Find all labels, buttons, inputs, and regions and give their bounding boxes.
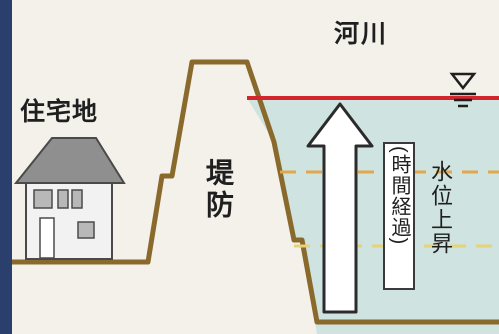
residential-area-label: 住宅地 — [20, 98, 99, 126]
up-arrow — [306, 102, 374, 314]
elapsed-time-label: (時間経過) — [388, 146, 410, 246]
river-label: 河川 — [334, 20, 389, 48]
levee-diagram — [12, 59, 499, 334]
levee-ground-line — [12, 59, 499, 325]
river-water — [247, 98, 499, 334]
water-level-icon — [449, 72, 477, 108]
diagram-panel: 河川 住宅地 堤防 (時間経過) 水位上昇 — [12, 0, 499, 334]
levee-label: 堤防 — [203, 158, 234, 222]
water-rise-label: 水位上昇 — [428, 160, 453, 256]
elapsed-time-box — [383, 142, 415, 290]
house-icon — [13, 137, 126, 260]
